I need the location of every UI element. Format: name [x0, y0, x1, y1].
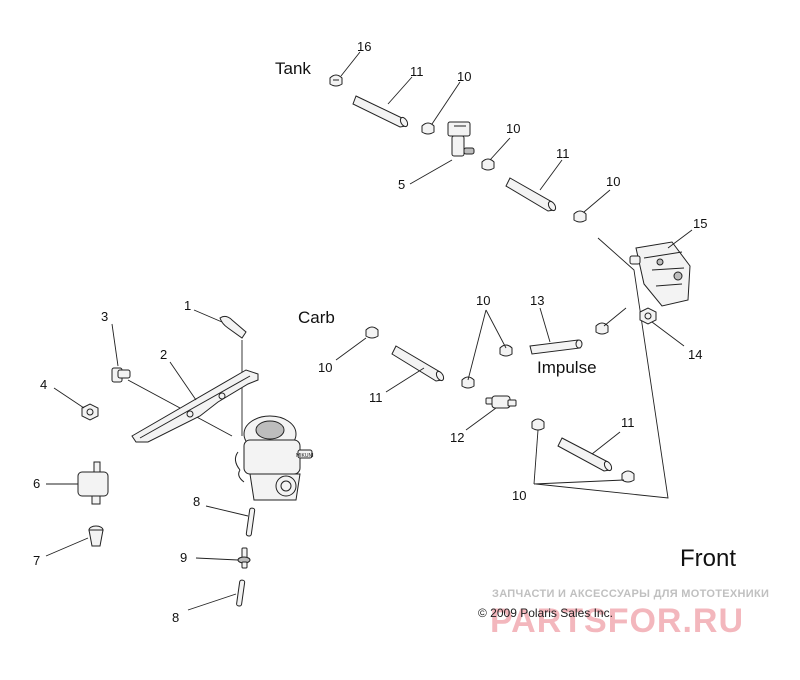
callout-10-b: 10: [606, 174, 620, 189]
carb-bracket: [131, 369, 259, 443]
carburetor: MIKUNI: [234, 415, 314, 501]
label-tank: Tank: [275, 59, 311, 78]
hose-clamp-10-low-a: [531, 418, 545, 431]
carb-brand-mark: MIKUNI: [296, 453, 314, 459]
hose-clamp-10-a: [481, 158, 495, 171]
callout-12: 12: [450, 430, 464, 445]
drain-pin-b: [236, 579, 246, 607]
fuel-hose-top: [352, 95, 409, 128]
leader-7: [45, 537, 89, 557]
callout-6: 6: [33, 476, 40, 491]
leader-8-a: [205, 505, 249, 517]
callout-10-low: 10: [512, 488, 526, 503]
callout-10-mid: 10: [476, 293, 490, 308]
leader-1: [193, 309, 223, 323]
callout-7: 7: [33, 553, 40, 568]
leader-16: [340, 51, 361, 77]
callout-11-mid: 11: [556, 146, 570, 161]
fuel-shutoff-valve: [447, 121, 475, 157]
watermark-brand: PARTSFOR.RU: [490, 602, 744, 640]
leader-12: [465, 407, 497, 431]
leader-10-mid-b: [485, 309, 507, 349]
hose-clamp-16: [329, 74, 343, 87]
leader-10-low-b: [533, 479, 625, 485]
leader-5: [409, 159, 453, 185]
flange-nut: [81, 403, 99, 421]
leader-3: [111, 323, 119, 367]
mounting-screw: [111, 367, 131, 383]
leader-8-b: [187, 593, 237, 611]
callout-10-a: 10: [506, 121, 520, 136]
label-front: Front: [680, 545, 736, 572]
leader-9: [195, 557, 239, 561]
leader-2: [169, 361, 197, 401]
label-impulse: Impulse: [537, 358, 597, 377]
callout-14: 14: [688, 347, 702, 362]
leader-11-top: [387, 76, 413, 105]
drain-pin-a: [245, 507, 256, 537]
inline-fuel-filter: [485, 395, 517, 409]
callout-16: 16: [357, 39, 371, 54]
hose-clamp-10-low-b: [621, 470, 635, 483]
vent-tube-elbow: [219, 315, 247, 339]
leader-10-b: [583, 189, 611, 213]
leader-11-mid: [539, 159, 563, 191]
hose-clamp-10-b: [573, 210, 587, 223]
leader-pump-front: [535, 237, 669, 499]
leader-11-carb: [385, 367, 425, 393]
pump-nut: [639, 307, 657, 325]
impulse-hose: [529, 339, 583, 355]
fuel-hose-mid: [505, 177, 557, 212]
callout-4: 4: [40, 377, 47, 392]
leader-4: [53, 387, 85, 409]
callout-2: 2: [160, 347, 167, 362]
drain-fitting: [237, 547, 251, 569]
leader-10-impulse: [603, 307, 627, 327]
callout-15: 15: [693, 216, 707, 231]
callout-9: 9: [180, 550, 187, 565]
fuel-hose-low: [557, 437, 613, 472]
copyright-notice: © 2009 Polaris Sales Inc.: [478, 606, 613, 620]
leader-10-a: [489, 137, 511, 161]
callout-13: 13: [530, 293, 544, 308]
fuel-hose-carb: [391, 345, 445, 382]
hose-clamp-10-mid-a: [461, 376, 475, 389]
callout-3: 3: [101, 309, 108, 324]
leader-11-low: [591, 431, 621, 455]
hose-clamp-10-mid-b: [499, 344, 513, 357]
callout-8-b: 8: [172, 610, 179, 625]
watermark-caption: ЗАПЧАСТИ И АКСЕССУАРЫ ДЛЯ МОТОТЕХНИКИ: [492, 588, 769, 600]
leader-14: [651, 321, 685, 347]
callout-10-carb: 10: [318, 360, 332, 375]
callout-11-low: 11: [621, 415, 635, 430]
hose-clamp-10-carb: [365, 326, 379, 339]
rubber-mount: [77, 461, 109, 505]
callout-8-a: 8: [193, 494, 200, 509]
label-carb: Carb: [298, 308, 335, 327]
callout-1: 1: [184, 298, 191, 313]
leader-15: [667, 229, 693, 249]
leader-13: [539, 307, 551, 343]
leader-10-low-a: [533, 429, 539, 485]
grommet: [88, 525, 104, 547]
fuel-pump: [629, 241, 691, 307]
leader-10-mid-a: [467, 309, 487, 381]
hose-clamp-10-top: [421, 122, 435, 135]
callout-5: 5: [398, 177, 405, 192]
callout-11-carb: 11: [369, 390, 383, 405]
leader-10-top: [431, 81, 461, 125]
callout-11-top: 11: [410, 64, 424, 79]
leader-10-carb: [335, 337, 367, 361]
callout-10-top: 10: [457, 69, 471, 84]
